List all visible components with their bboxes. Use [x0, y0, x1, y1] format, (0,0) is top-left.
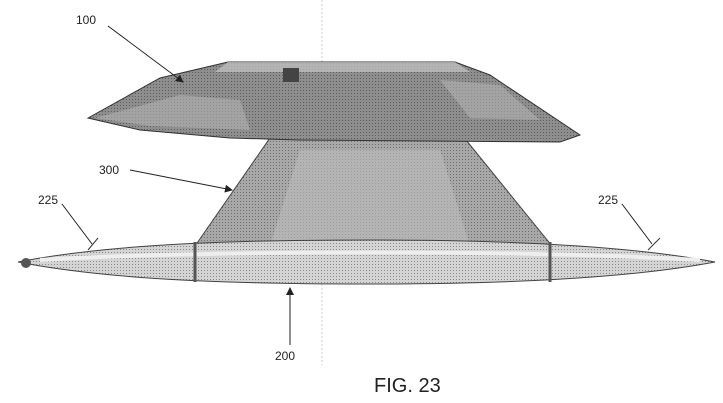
fin-right	[647, 237, 661, 251]
hull-200	[17, 239, 716, 285]
leader-100	[107, 25, 184, 83]
label-225-right: 225	[598, 193, 618, 207]
label-300: 300	[99, 163, 119, 177]
fin-left	[87, 237, 99, 251]
upper-body-100	[86, 61, 582, 143]
label-225-left: 225	[38, 193, 58, 207]
label-100: 100	[76, 13, 96, 27]
leader-225-right	[621, 203, 653, 245]
label-200: 200	[275, 349, 295, 363]
hatch-detail	[283, 68, 299, 82]
figure-title: FIG. 23	[374, 375, 441, 397]
leader-300	[129, 169, 233, 193]
leader-225-left	[61, 203, 93, 245]
propeller-icon	[21, 258, 31, 268]
support-structure-300	[194, 134, 554, 247]
